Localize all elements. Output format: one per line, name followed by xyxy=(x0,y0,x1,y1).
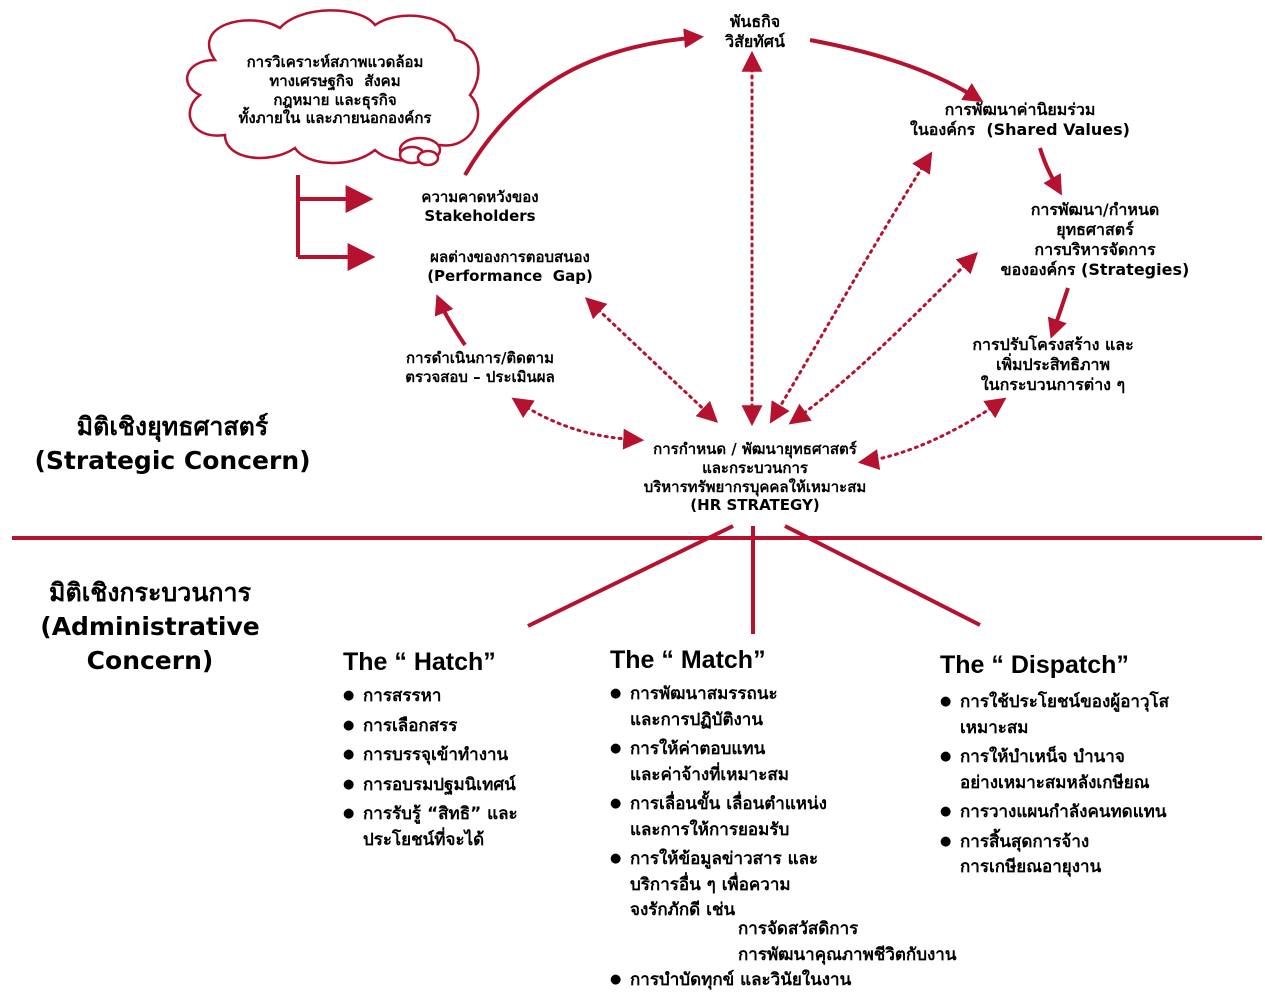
stakeholders-label: ความคาดหวังของ Stakeholders xyxy=(421,188,539,225)
administrative-dimension-label: มิติเชิงกระบวนการ (Administrative Concer… xyxy=(40,578,260,675)
strategies-label: การพัฒนา/กำหนด ยุทธศาสตร์ การบริหารจัดกา… xyxy=(1000,200,1190,279)
list-item: การพัฒนาสมรรถนะ และการปฏิบัติงาน xyxy=(610,682,827,733)
shared-values-label: การพัฒนาค่านิยมร่วม ในองค์กร (Shared Val… xyxy=(910,100,1130,139)
performance-gap-label: ผลต่างของการตอบสนอง (Performance Gap) xyxy=(427,248,593,285)
cloud-text: การวิเคราะห์สภาพแวดล้อม ทางเศรษฐกิจ สังค… xyxy=(238,53,432,128)
list-item: การอบรมปฐมนิเทศน์ xyxy=(343,773,518,799)
match-sub-item: การจัดสวัสดิการ xyxy=(738,919,859,939)
strategic-dimension-label: มิติเชิงยุทธศาสตร์ (Strategic Concern) xyxy=(34,412,311,475)
dispatch-title: The “ Dispatch” xyxy=(940,651,1129,679)
monitoring-label: การดำเนินการ/ติดตาม ตรวจสอบ – ประเมินผล xyxy=(405,349,555,386)
list-item: การเลือกสรร xyxy=(343,714,518,740)
list-item: การวางแผนกำลังคนทดแทน xyxy=(940,800,1169,826)
hr-strategy-label: การกำหนด / พัฒนายุทธศาสตร์ และกระบวนการ … xyxy=(643,440,867,515)
list-item: การให้ค่าตอบแทน และค่าจ้างที่เหมาะสม xyxy=(610,737,827,788)
match-list: การพัฒนาสมรรถนะ และการปฏิบัติงาน การให้ค… xyxy=(610,682,827,928)
list-item: การใช้ประโยชน์ของผู้อาวุโส เหมาะสม xyxy=(940,690,1169,741)
list-item: การให้บำเหน็จ บำนาจ อย่างเหมาะสมหลังเกษี… xyxy=(940,745,1169,796)
list-item: การรับรู้ “สิทธิ” และ ประโยชน์ที่จะได้ xyxy=(343,802,518,853)
hatch-title: The “ Hatch” xyxy=(343,648,496,676)
match-list-last: การบำบัดทุกข์ และวินัยในงาน xyxy=(610,968,851,998)
list-item: การบรรจุเข้าทำงาน xyxy=(343,743,518,769)
match-title: The “ Match” xyxy=(610,646,766,674)
list-item: การบำบัดทุกข์ และวินัยในงาน xyxy=(610,968,851,994)
list-item: การสิ้นสุดการจ้าง การเกษียณอายุงาน xyxy=(940,830,1169,881)
list-item: การเลื่อนขั้น เลื่อนตำแหน่ง และการให้การ… xyxy=(610,792,827,843)
thought-cloud-shape xyxy=(186,9,480,167)
dispatch-list: การใช้ประโยชน์ของผู้อาวุโส เหมาะสม การให… xyxy=(940,690,1169,885)
list-item: การให้ข้อมูลข่าวสาร และ บริการอื่น ๆ เพื… xyxy=(610,847,827,924)
hatch-list: การสรรหา การเลือกสรร การบรรจุเข้าทำงาน ก… xyxy=(343,684,518,857)
restructure-label: การปรับโครงสร้าง และ เพิ่มประสิทธิภาพ ใน… xyxy=(972,335,1134,394)
mission-vision-label: พันธกิจ วิสัยทัศน์ xyxy=(725,12,785,51)
list-item: การสรรหา xyxy=(343,684,518,710)
match-sub-item: การพัฒนาคุณภาพชีวิตกับงาน xyxy=(738,945,957,965)
